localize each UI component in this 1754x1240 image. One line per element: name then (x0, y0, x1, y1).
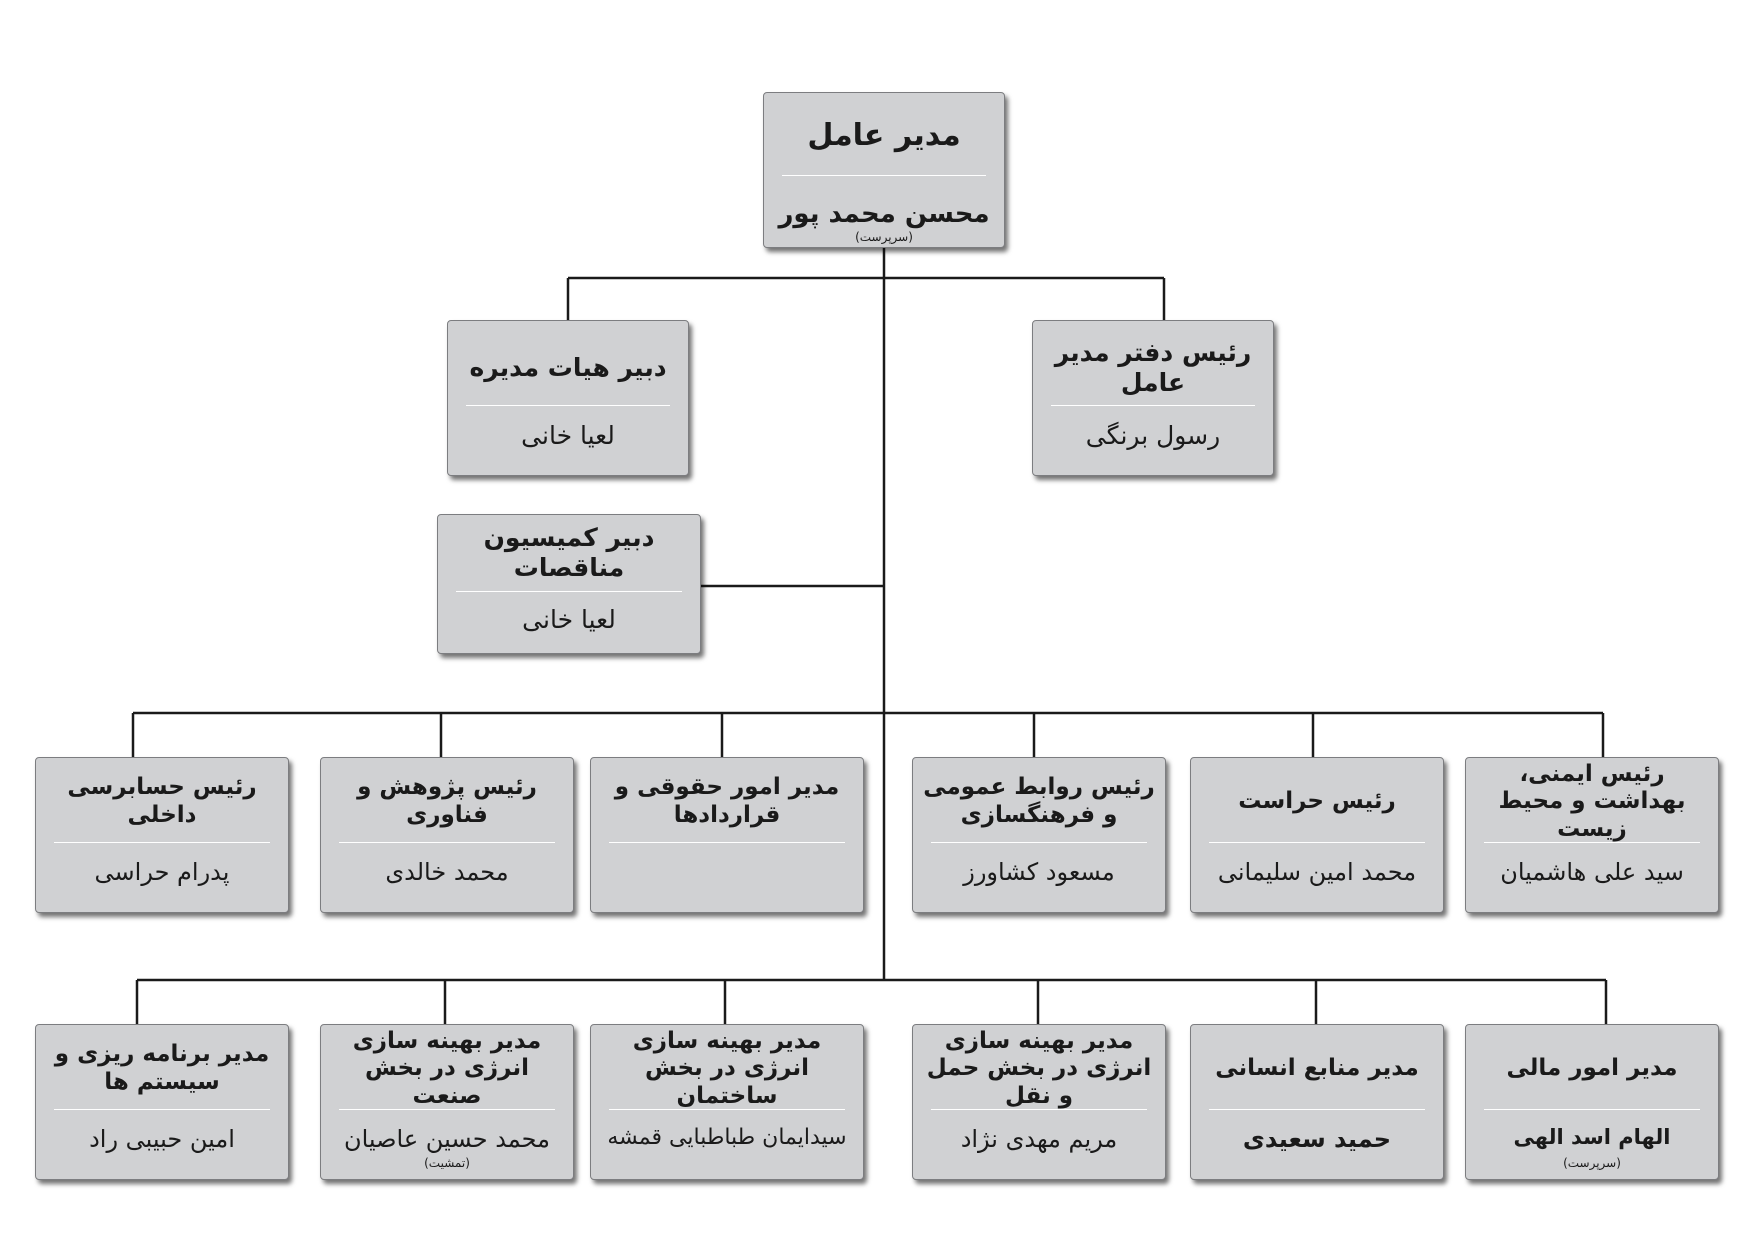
box-person: محمد خالدی (385, 858, 509, 886)
divider (456, 591, 682, 592)
divider (54, 1109, 270, 1110)
box-title: رئیس حسابرسی داخلی (67, 774, 257, 828)
box-person: محمد حسین عاصیان (343, 1125, 551, 1153)
divider (609, 842, 845, 843)
ceo-office-head-title: رئیس دفتر مدیر عامل (1054, 338, 1252, 397)
box-person: محمد امین سلیمانی (1217, 858, 1417, 886)
tender-secretary-title: دبیر کمیسیون مناقصات (483, 523, 655, 582)
energy-building-box: مدیر بهینه سازی انرژی در بخش ساختمان سید… (590, 1024, 864, 1180)
ceo-name: محسن محمد پور (778, 199, 990, 229)
divider (54, 842, 270, 843)
box-title: رئیس روابط عمومی و فرهنگسازی (923, 774, 1155, 828)
divider (609, 1109, 845, 1110)
box-person: مسعود کشاورز (963, 858, 1115, 886)
planning-systems-box: مدیر برنامه ریزی و سیستم ها امین حبیبی ر… (35, 1024, 289, 1180)
box-title: مدیر بهینه سازی انرژی در بخش صنعت (352, 1027, 542, 1109)
box-title: مدیر بهینه سازی انرژی در بخش حمل و نقل (926, 1027, 1152, 1109)
box-note: (سرپرست) (1563, 1156, 1621, 1170)
divider (782, 175, 986, 176)
finance-box: مدیر امور مالی الهام اسد الهی (سرپرست) (1465, 1024, 1719, 1180)
ceo-note: (سرپرست) (855, 230, 913, 244)
board-secretary-title: دبیر هیات مدیره (469, 353, 667, 382)
divider (931, 842, 1147, 843)
ceo-box: مدیر عامل محسن محمد پور (سرپرست) (763, 92, 1005, 248)
hse-box: رئیس ایمنی، بهداشت و محیط زیست سید علی ه… (1465, 757, 1719, 913)
box-person: سیدایمان طباطبایی قمشه (607, 1125, 847, 1150)
box-title: مدیر بهینه سازی انرژی در بخش ساختمان (632, 1027, 822, 1109)
divider (1484, 842, 1700, 843)
tender-secretary-name: لعیا خانی (522, 605, 616, 634)
divider (466, 405, 670, 406)
internal-audit-box: رئیس حسابرسی داخلی پدرام حراسی (35, 757, 289, 913)
board-secretary-box: دبیر هیات مدیره لعیا خانی (447, 320, 689, 476)
divider (1051, 405, 1255, 406)
box-title: رئیس ایمنی، بهداشت و محیط زیست (1498, 760, 1686, 842)
divider (1484, 1109, 1700, 1110)
security-box: رئیس حراست محمد امین سلیمانی (1190, 757, 1444, 913)
box-title: مدیر امور مالی (1506, 1055, 1678, 1082)
divider (1209, 1109, 1425, 1110)
box-title: رئیس حراست (1238, 788, 1396, 815)
box-person: حمید سعیدی (1242, 1125, 1392, 1153)
public-relations-box: رئیس روابط عمومی و فرهنگسازی مسعود کشاور… (912, 757, 1166, 913)
divider (339, 1109, 555, 1110)
box-person: الهام اسد الهی (1513, 1125, 1671, 1149)
ceo-title: مدیر عامل (807, 118, 961, 153)
research-tech-box: رئیس پژوهش و فناوری محمد خالدی (320, 757, 574, 913)
ceo-office-head-box: رئیس دفتر مدیر عامل رسول برنگی (1032, 320, 1274, 476)
human-resources-box: مدیر منابع انسانی حمید سعیدی (1190, 1024, 1444, 1180)
box-title: مدیر برنامه ریزی و سیستم ها (54, 1041, 270, 1095)
box-title: مدیر امور حقوقی و قراردادها (614, 774, 840, 828)
ceo-office-head-name: رسول برنگی (1085, 421, 1221, 450)
board-secretary-name: لعیا خانی (521, 421, 615, 450)
box-person: سید علی هاشمیان (1500, 858, 1684, 886)
box-person: امین حبیبی راد (89, 1125, 235, 1153)
box-person: پدرام حراسی (94, 858, 230, 886)
box-note: (تمشیت) (424, 1156, 470, 1170)
divider (931, 1109, 1147, 1110)
box-title: رئیس پژوهش و فناوری (357, 774, 537, 828)
divider (1209, 842, 1425, 843)
box-person: مریم مهدی نژاد (960, 1125, 1118, 1153)
energy-industry-box: مدیر بهینه سازی انرژی در بخش صنعت محمد ح… (320, 1024, 574, 1180)
energy-transport-box: مدیر بهینه سازی انرژی در بخش حمل و نقل م… (912, 1024, 1166, 1180)
divider (339, 842, 555, 843)
tender-secretary-box: دبیر کمیسیون مناقصات لعیا خانی (437, 514, 701, 654)
legal-contracts-box: مدیر امور حقوقی و قراردادها (590, 757, 864, 913)
box-title: مدیر منابع انسانی (1215, 1055, 1419, 1082)
